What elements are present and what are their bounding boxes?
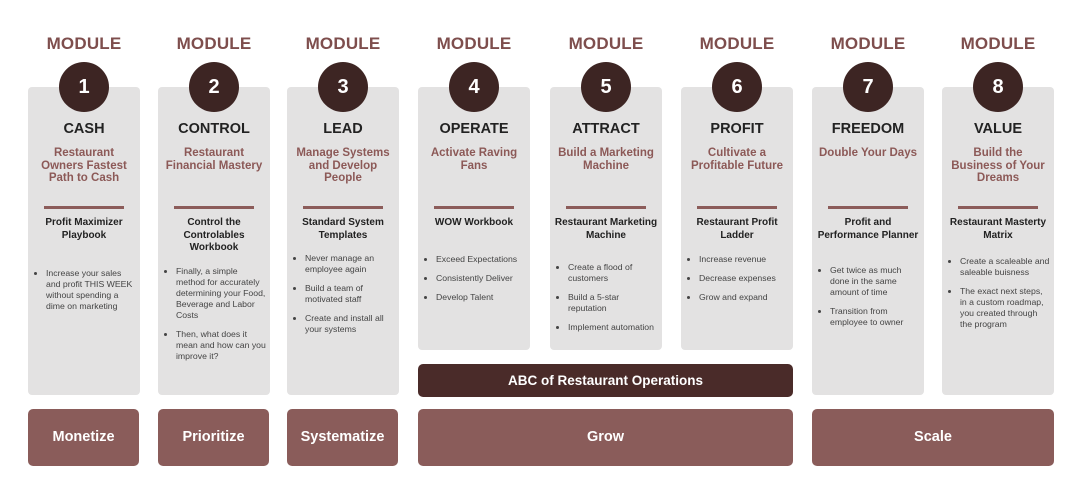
module-title: CASH xyxy=(63,121,105,137)
module-bullets: Get twice as much done in the same amoun… xyxy=(812,265,924,336)
module-number-badge: 3 xyxy=(318,62,368,112)
module-subtitle: Double Your Days xyxy=(819,147,917,159)
bullet-item: Increase revenue xyxy=(699,254,789,265)
module-2: MODULE 2 CONTROL Restaurant Financial Ma… xyxy=(158,0,270,400)
bullet-item: Grow and expand xyxy=(699,292,789,303)
module-number-badge: 7 xyxy=(843,62,893,112)
module-label: MODULE xyxy=(568,34,644,53)
module-workbook: WOW Workbook xyxy=(434,217,514,228)
module-number-badge: 2 xyxy=(189,62,239,112)
module-bullets: Finally, a simple method for accurately … xyxy=(158,266,270,370)
module-subtitle: Cultivate a Profitable Future xyxy=(690,147,783,172)
module-5: MODULE 5 ATTRACT Build a Marketing Machi… xyxy=(550,0,662,400)
module-bullets: Never manage an employee again Build a t… xyxy=(287,253,399,343)
module-title: ATTRACT xyxy=(572,121,640,137)
module-label: MODULE xyxy=(305,34,381,53)
module-number-badge: 5 xyxy=(581,62,631,112)
bullet-item: The exact next steps, in a custom roadma… xyxy=(960,286,1050,330)
module-bullets: Create a scaleable and saleable buisness… xyxy=(942,256,1054,338)
module-title: FREEDOM xyxy=(831,121,905,137)
bullet-item: Build a team of motivated staff xyxy=(305,283,395,305)
module-card xyxy=(28,87,140,395)
module-label: MODULE xyxy=(960,34,1036,53)
module-number-badge: 4 xyxy=(449,62,499,112)
module-divider xyxy=(303,206,383,209)
module-title: LEAD xyxy=(323,121,363,137)
module-card xyxy=(681,87,793,350)
module-label: MODULE xyxy=(830,34,906,53)
module-card xyxy=(158,87,270,395)
module-workbook: Profit Maximizer Playbook xyxy=(45,217,123,241)
bullet-item: Create and install all your systems xyxy=(305,313,395,335)
module-title: VALUE xyxy=(973,121,1023,137)
module-bullets: Increase revenue Decrease expenses Grow … xyxy=(681,254,793,311)
module-divider xyxy=(44,206,124,209)
module-title: PROFIT xyxy=(710,121,764,137)
bullet-item: Implement automation xyxy=(568,322,658,333)
phase-monetize: Monetize xyxy=(28,409,139,466)
bullet-item: Transition from employee to owner xyxy=(830,306,920,328)
module-6: MODULE 6 PROFIT Cultivate a Profitable F… xyxy=(681,0,793,400)
module-bullets: Exceed Expectations Consistently Deliver… xyxy=(418,254,530,311)
module-divider xyxy=(958,206,1038,209)
module-divider xyxy=(174,206,254,209)
module-card xyxy=(812,87,924,395)
module-divider xyxy=(566,206,646,209)
module-subtitle: Restaurant Financial Mastery xyxy=(165,147,263,172)
module-subtitle: Manage Systems and Develop People xyxy=(296,147,390,184)
bullet-item: Never manage an employee again xyxy=(305,253,395,275)
module-workbook: Control the Controlables Workbook xyxy=(183,217,245,253)
module-label: MODULE xyxy=(436,34,512,53)
module-card xyxy=(287,87,399,395)
module-title: OPERATE xyxy=(439,121,509,137)
bullet-item: Decrease expenses xyxy=(699,273,789,284)
bullet-item: Finally, a simple method for accurately … xyxy=(176,266,266,321)
module-workbook: Profit and Performance Planner xyxy=(817,217,919,241)
bullet-item: Get twice as much done in the same amoun… xyxy=(830,265,920,298)
module-subtitle: Build a Marketing Machine xyxy=(558,147,654,172)
bullet-item: Create a flood of customers xyxy=(568,262,658,284)
bullet-item: Then, what does it mean and how can you … xyxy=(176,329,266,362)
module-workbook: Restaurant Masterty Matrix xyxy=(949,217,1047,241)
module-label: MODULE xyxy=(176,34,252,53)
bullet-item: Exceed Expectations xyxy=(436,254,526,265)
module-label: MODULE xyxy=(699,34,775,53)
module-subtitle: Activate Raving Fans xyxy=(430,147,518,172)
phase-prioritize: Prioritize xyxy=(158,409,269,466)
module-bullets: Increase your sales and profit THIS WEEK… xyxy=(28,268,140,320)
module-7: MODULE 7 FREEDOM Double Your Days Profit… xyxy=(812,0,924,400)
module-label: MODULE xyxy=(46,34,122,53)
bullet-item: Develop Talent xyxy=(436,292,526,303)
module-subtitle: Restaurant Owners Fastest Path to Cash xyxy=(41,147,127,184)
module-number-badge: 1 xyxy=(59,62,109,112)
phase-grow: Grow xyxy=(418,409,793,466)
bullet-item: Consistently Deliver xyxy=(436,273,526,284)
module-card xyxy=(550,87,662,350)
module-divider xyxy=(828,206,908,209)
module-divider xyxy=(434,206,514,209)
bullet-item: Increase your sales and profit THIS WEEK… xyxy=(46,268,136,312)
module-workbook: Restaurant Marketing Machine xyxy=(554,217,658,241)
module-1: MODULE 1 CASH Restaurant Owners Fastest … xyxy=(28,0,140,400)
module-title: CONTROL xyxy=(178,121,250,137)
module-bullets: Create a flood of customers Build a 5-st… xyxy=(550,262,662,341)
module-workbook: Standard System Templates xyxy=(302,217,384,241)
module-divider xyxy=(697,206,777,209)
phase-scale: Scale xyxy=(812,409,1054,466)
module-subtitle: Build the Business of Your Dreams xyxy=(951,147,1045,184)
module-3: MODULE 3 LEAD Manage Systems and Develop… xyxy=(287,0,399,400)
module-number-badge: 8 xyxy=(973,62,1023,112)
operations-banner: ABC of Restaurant Operations xyxy=(418,364,793,397)
bullet-item: Build a 5-star reputation xyxy=(568,292,658,314)
bullet-item: Create a scaleable and saleable buisness xyxy=(960,256,1050,278)
phase-systematize: Systematize xyxy=(287,409,398,466)
module-workbook: Restaurant Profit Ladder xyxy=(696,217,778,241)
module-card xyxy=(418,87,530,350)
module-card xyxy=(942,87,1054,395)
module-number-badge: 6 xyxy=(712,62,762,112)
module-8: MODULE 8 VALUE Build the Business of You… xyxy=(942,0,1054,400)
module-4: MODULE 4 OPERATE Activate Raving Fans WO… xyxy=(418,0,530,400)
